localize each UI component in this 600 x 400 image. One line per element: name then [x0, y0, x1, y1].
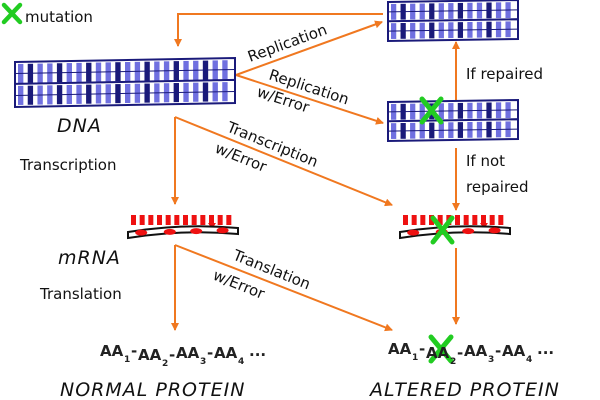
- arrow-transcription-error: [174, 116, 393, 207]
- amino-acid-label: AA: [426, 344, 450, 362]
- amino-acid-subscript: 1: [124, 355, 130, 365]
- replication-label: Replication: [245, 20, 329, 65]
- chain-ellipsis: ...: [249, 342, 266, 360]
- normal-protein-label: NORMAL PROTEIN: [60, 379, 245, 400]
- mutation-x-icon: [428, 334, 454, 364]
- arrow-replication: [235, 20, 383, 76]
- if-not-repaired-label-1: If not: [466, 152, 505, 170]
- amino-acid-label: AA: [388, 340, 412, 358]
- mutation-x-icon: [419, 96, 444, 125]
- mrna-strand: [127, 215, 239, 240]
- transcription-label: Transcription: [19, 156, 116, 174]
- amino-acid-label: AA: [502, 342, 526, 360]
- peptide-bond-dash: -: [419, 340, 425, 358]
- amino-acid-subscript: 1: [412, 353, 418, 363]
- arrow-replication-error: [235, 74, 384, 125]
- dna-molecule: [14, 56, 236, 109]
- amino-acid-subscript: 2: [162, 359, 168, 369]
- peptide-bond-dash: -: [457, 344, 463, 362]
- mrna-label: mRNA: [58, 247, 121, 269]
- amino-acid-label: AA: [138, 346, 162, 364]
- legend-label: mutation: [25, 8, 93, 26]
- dna-copy-error: [387, 98, 519, 143]
- amino-acid-label: AA: [176, 344, 200, 362]
- amino-acid-label: AA: [464, 342, 488, 360]
- amino-acid-subscript: 3: [200, 357, 206, 367]
- if-repaired-label: If repaired: [466, 65, 543, 83]
- altered-protein-label: ALTERED PROTEIN: [368, 379, 560, 400]
- arrows: [171, 13, 460, 332]
- amino-acid-label: AA: [100, 342, 124, 360]
- chain-ellipsis: ...: [537, 340, 554, 358]
- arrow-return-loop: [174, 13, 383, 47]
- peptide-bond-dash: -: [495, 342, 501, 360]
- mrna-strand-altered: [399, 215, 511, 240]
- peptide-bond-dash: -: [169, 346, 175, 364]
- peptide-bond-dash: -: [131, 342, 137, 360]
- dna-label: DNA: [57, 115, 102, 137]
- if-not-repaired-label-2: repaired: [466, 178, 529, 196]
- dna-copy-repaired: [387, 0, 519, 43]
- mutation-x-icon: [430, 215, 455, 245]
- mutation-x-icon: [1, 2, 23, 25]
- amino-acid-subscript: 2: [450, 357, 456, 367]
- peptide-bond-dash: -: [207, 344, 213, 362]
- legend: mutation: [1, 2, 93, 26]
- amino-acid-label: AA: [214, 344, 238, 362]
- translation-label: Translation: [39, 285, 122, 303]
- amino-acid-subscript: 3: [488, 355, 494, 365]
- amino-acid-subscript: 4: [526, 355, 532, 365]
- arrow-translation-error: [174, 244, 393, 332]
- amino-acid-subscript: 4: [238, 357, 244, 367]
